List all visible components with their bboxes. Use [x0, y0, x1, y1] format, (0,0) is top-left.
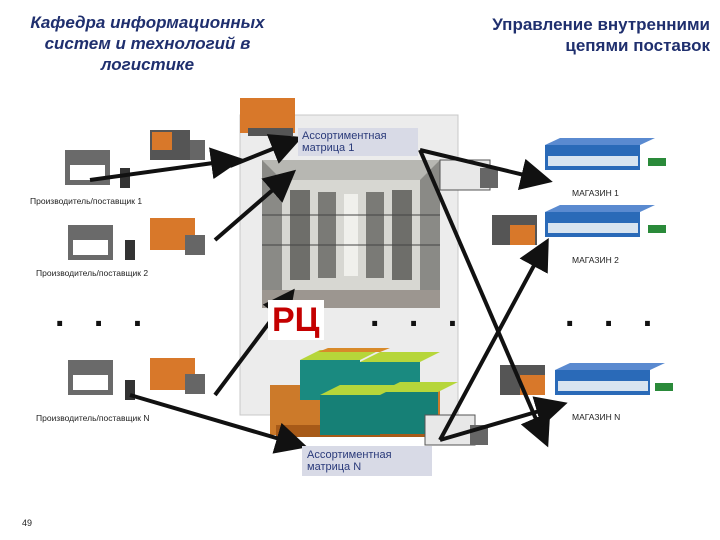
- supplier-1-graphic: [65, 130, 205, 188]
- dept-title: Кафедра информационных систем и технолог…: [10, 12, 285, 75]
- supplier-n-graphic: [68, 358, 205, 400]
- matrix-n-label: Ассортиментная матрица N: [302, 446, 432, 476]
- arrow-bottom-to-store2: [438, 237, 549, 441]
- supplier-1-label: Производитель/поставщик 1: [30, 196, 143, 206]
- store-2-graphic: [492, 205, 666, 245]
- goods-pallets: [270, 348, 458, 437]
- distribution-center-label: РЦ: [268, 300, 324, 340]
- arrow-supplier2-to-dc: [213, 169, 297, 242]
- slide-title-line1: Управление внутренними: [492, 15, 710, 34]
- matrix-n-line1: Ассортиментная: [307, 449, 392, 461]
- matrix-1-label: Ассортиментная матрица 1: [298, 128, 418, 156]
- arrow-bottom-to-storen: [439, 396, 568, 442]
- store-n-label: МАГАЗИН N: [572, 412, 621, 422]
- slide-title-line2: цепями поставок: [565, 36, 710, 55]
- matrix-1-line1: Ассортиментная: [302, 130, 387, 142]
- matrix-n-line2: матрица N: [307, 461, 362, 473]
- supplier-2-graphic: [68, 218, 205, 260]
- arrow-dc-diagonal: [418, 149, 551, 448]
- supplier-n-label: Производитель/поставщик N: [36, 413, 150, 423]
- arrow-dc-to-store1: [419, 148, 553, 190]
- supplier-2-label: Производитель/поставщик 2: [36, 268, 149, 278]
- store-2-label: МАГАЗИН 2: [572, 255, 619, 265]
- center-ellipsis: . . .: [370, 296, 468, 334]
- arrow-suppliern-bottom: [129, 393, 308, 454]
- page-number: 49: [22, 518, 33, 528]
- store-1-label: МАГАЗИН 1: [572, 188, 619, 198]
- matrix-1-line2: матрица 1: [302, 142, 355, 154]
- slide-title: Управление внутренними цепями поставок: [440, 14, 710, 56]
- dept-title-line2: систем и технологий в: [44, 34, 251, 53]
- stores-ellipsis: . . .: [565, 296, 663, 334]
- arrow-supplier1-top: [89, 147, 243, 182]
- dept-title-line3: логистике: [100, 55, 195, 74]
- top-truck-graphic: [240, 98, 295, 136]
- warehouse-photo: [262, 160, 440, 308]
- suppliers-ellipsis: . . .: [55, 296, 153, 334]
- dept-title-line1: Кафедра информационных: [30, 13, 265, 32]
